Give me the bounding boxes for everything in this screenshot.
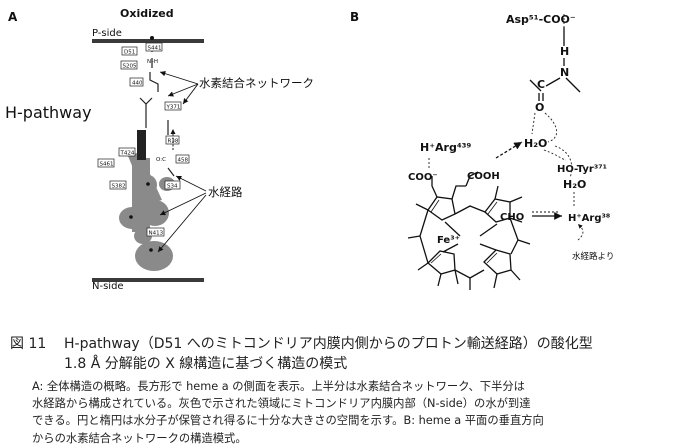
residue-t424: T424 bbox=[120, 151, 135, 157]
heme-a-porphyrin bbox=[407, 171, 531, 290]
panel-a-title: Oxidized bbox=[120, 7, 174, 20]
caption-desc-line-2: 水経路から構成されている。灰色で示された領域にミトコンドリア内膜内部（N-sid… bbox=[32, 397, 531, 411]
caption-desc-line-1: A: 全体構造の概略。長方形で heme a の側面を表示。上半分は水素結合ネッ… bbox=[32, 380, 525, 393]
n-atom: N bbox=[560, 66, 569, 79]
cooh-label: COOH bbox=[467, 171, 500, 182]
residue-s205: S205 bbox=[123, 64, 137, 70]
n-side-label: N-side bbox=[92, 281, 124, 292]
figure-11-diagram: A Oxidized P-side N-side H-pathway bbox=[5, 7, 614, 292]
hbond-network-label: 水素結合ネットワーク bbox=[199, 76, 314, 90]
caption-description: A: 全体構造の概略。長方形で heme a の側面を表示。上半分は水素結合ネッ… bbox=[32, 378, 672, 447]
arg38-label: H⁺Arg³⁸ bbox=[568, 213, 610, 224]
residue-s461: S461 bbox=[100, 162, 114, 168]
h-pathway-label: H-pathway bbox=[5, 103, 92, 122]
caption-title-line-1: H-pathway（D51 へのミトコンドリア内膜内側からのプロトン輸送経路）の… bbox=[64, 336, 593, 352]
p-side-membrane bbox=[92, 39, 204, 43]
residue-d51: D51 bbox=[124, 50, 135, 56]
caption-title-row-1: 図 11 H-pathway（D51 へのミトコンドリア内膜内側からのプロトン輸… bbox=[10, 334, 672, 354]
cho-group-label: CHO bbox=[500, 212, 524, 223]
c-atom: C bbox=[537, 78, 545, 91]
caption-desc-line-4: からの水素結合ネットワークの構造模式。 bbox=[32, 431, 247, 445]
panel-a: A Oxidized P-side N-side H-pathway bbox=[5, 7, 314, 292]
o-atom: O bbox=[535, 101, 544, 114]
residue-s382: S382 bbox=[112, 184, 126, 190]
panel-a-label: A bbox=[8, 10, 18, 24]
panel-b: B Asp⁵¹-COO⁻ H N C O H₂O H₂O H⁺Arg⁴³⁹ CO… bbox=[350, 10, 614, 290]
arg439-label: H⁺Arg⁴³⁹ bbox=[420, 141, 471, 154]
caption-title-line-2: 1.8 Å 分解能の X 線構造に基づく構造の模式 bbox=[64, 356, 348, 372]
panel-b-label: B bbox=[350, 10, 359, 24]
h2o-lower: H₂O bbox=[563, 178, 586, 191]
residue-n413: N413 bbox=[149, 231, 164, 237]
residue-458: 458 bbox=[178, 158, 189, 164]
h-atom: H bbox=[560, 45, 569, 58]
residue-y371: Y371 bbox=[166, 105, 181, 111]
residue-s34: S34 bbox=[167, 184, 178, 190]
h2o-upper: H₂O bbox=[524, 137, 547, 150]
tyr371-label: HO-Tyr³⁷¹ bbox=[557, 164, 607, 175]
n-side-membrane bbox=[92, 278, 204, 282]
nh-label: N–H bbox=[147, 59, 158, 65]
caption-label: 図 11 bbox=[10, 336, 47, 352]
cooh-to-water-arrow bbox=[495, 141, 523, 159]
residue-s441: S441 bbox=[148, 46, 162, 52]
water-channel-label: 水経路 bbox=[208, 185, 243, 199]
cho-label: O:C bbox=[156, 157, 166, 163]
caption-desc-line-3: できる。円と楕円は水分子が保管され得るに十分な大きさの空間を示す。B: heme… bbox=[32, 414, 544, 428]
figure-caption: 図 11 H-pathway（D51 へのミトコンドリア内膜内側からのプロトン輸… bbox=[10, 334, 672, 447]
fe3-label: Fe³⁺ bbox=[437, 235, 460, 246]
caption-title-row-2: 1.8 Å 分解能の X 線構造に基づく構造の模式 bbox=[10, 354, 672, 374]
from-water-channel-label: 水経路より bbox=[572, 251, 614, 262]
asp51-label: Asp⁵¹-COO⁻ bbox=[506, 13, 576, 26]
residue-440: 440 bbox=[132, 81, 143, 87]
p-side-label: P-side bbox=[92, 28, 122, 39]
heme-a-rectangle bbox=[137, 130, 146, 160]
coo-minus-label: COO⁻ bbox=[408, 172, 438, 183]
